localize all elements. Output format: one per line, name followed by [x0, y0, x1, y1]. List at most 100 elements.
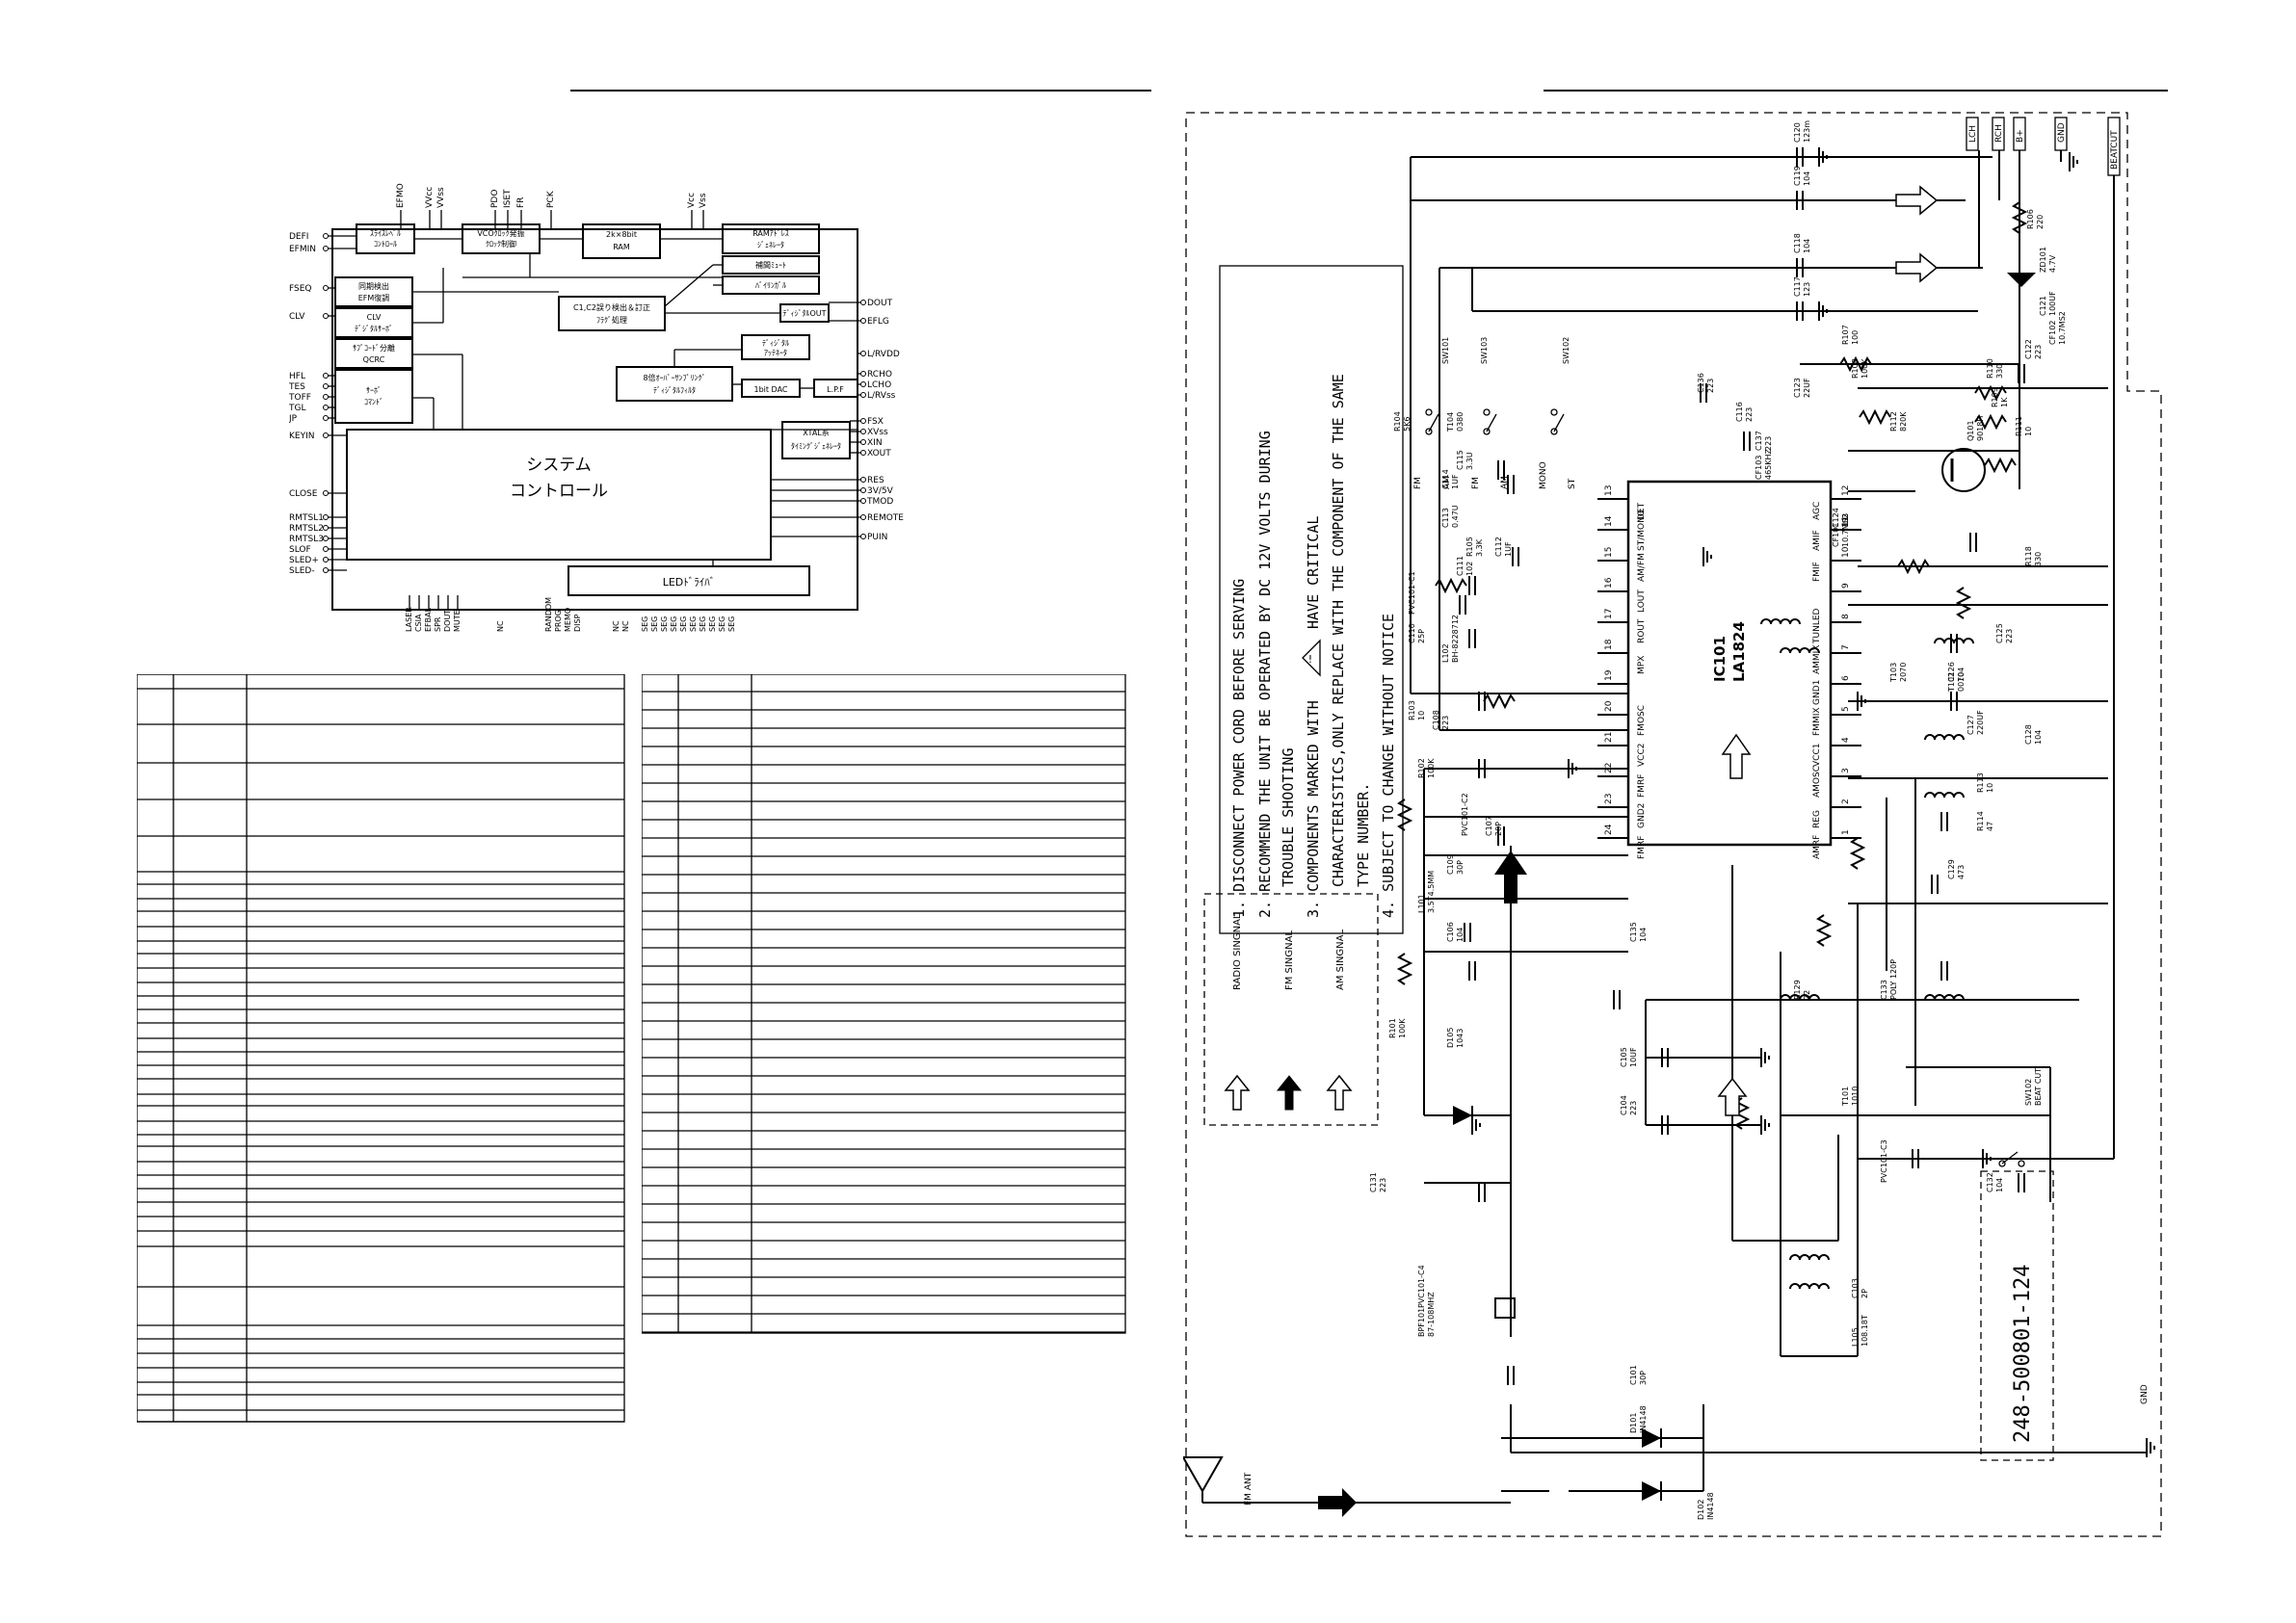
component-value: IN4148 [1639, 1405, 1648, 1433]
left-pin-labels: DEFI EFMIN FSEQ CLV HFL TES TOFF TGL JP … [289, 232, 324, 576]
pin-vss: Vss [699, 193, 708, 208]
component-ref: C133 [1880, 980, 1888, 1000]
component-ref: CF103 [1755, 456, 1763, 480]
svg-text:SEG: SEG [650, 616, 659, 632]
block-subcode: ｻﾌﾞｺｰﾄﾞ分離 [353, 343, 395, 353]
top-pin-labels: EFMO VVcc VVss PDO ISET FR PCK Vcc Vss [396, 183, 708, 208]
legend-fm-signal: FM SINGNAL [1284, 930, 1295, 990]
component-ref: R118 [2024, 546, 2033, 566]
component-value: 104 [1957, 668, 1966, 682]
pin-rmtsl1: RMTSL1 [289, 513, 324, 523]
resistor [1859, 408, 1891, 426]
component-value: 10 [2024, 427, 2033, 436]
svg-text:SEG: SEG [689, 616, 698, 632]
component-ref: R111 [2015, 416, 2023, 436]
right-page-header-rule [1544, 90, 2168, 92]
component-value: 103 [1841, 513, 1850, 528]
pin-vvcc: VVcc [425, 187, 435, 208]
resistor [1815, 914, 1833, 947]
component-value: 223 [2034, 345, 2043, 359]
pin-efmo: EFMO [396, 183, 406, 208]
table-left-frame [137, 674, 625, 1423]
ic-pin-number: 11 [1841, 516, 1851, 527]
component-ref: C123 [1793, 378, 1802, 398]
component-ref: C137 [1755, 431, 1763, 451]
svg-text:SEG: SEG [679, 616, 688, 632]
block-digital-att: ﾃﾞｨｼﾞﾀﾙ [762, 339, 789, 348]
svg-text:ｸﾛｯｸ制御: ｸﾛｯｸ制御 [486, 239, 516, 249]
connector-lch: LCH [1968, 125, 1978, 143]
ic-pin-number: 18 [1604, 639, 1614, 650]
resistor [1396, 953, 1413, 985]
ic-pin-label: GND2 [1637, 803, 1647, 828]
component-value: 30P [1456, 860, 1465, 875]
component-value: 30P [1639, 1371, 1648, 1385]
coil [1924, 792, 1965, 798]
component-value: 100UF [2048, 291, 2057, 316]
pin-disp: DISP [573, 614, 582, 632]
component-ref: SW101 [1441, 337, 1450, 364]
ic-pin-label: VCC2 [1637, 744, 1647, 767]
connector-beatcut: BEATCUT [2110, 130, 2120, 170]
ic-pin-number: 20 [1604, 700, 1614, 712]
am-fm-tuner-schematic: 1. DISCONNECT POWER CORD BEFORE SERVING … [1183, 112, 2162, 1537]
pin-laser: LASER [405, 607, 413, 632]
d102-diode-icon [1642, 1481, 1661, 1501]
pin-3v5v: 3V/5V [867, 486, 894, 496]
sw102-st-label: ST [1568, 478, 1577, 489]
component-value: 102 [1465, 562, 1474, 576]
warning-triangle-icon [1302, 639, 1321, 677]
pin-rcho: RCHO [867, 370, 892, 380]
component-ref: L102 [1441, 643, 1450, 663]
svg-text:TYPE NUMBER.: TYPE NUMBER. [1355, 783, 1372, 887]
component-ref: T103 [1889, 663, 1898, 683]
svg-text:!: ! [1308, 653, 1312, 666]
bpf101-filter [1494, 1297, 1516, 1319]
component-ref: C111 [1456, 556, 1465, 576]
component-ref: C136 [1697, 373, 1705, 393]
component-ref: D102 [1697, 1500, 1705, 1520]
ic-pin-label: AM/FM [1637, 553, 1647, 582]
pin-memo: MEMO [564, 608, 572, 632]
component-value: 330 [2034, 552, 2043, 566]
component-value: 1043 [1456, 1029, 1465, 1048]
pin-mute: MUTE [453, 610, 462, 632]
ic-pin-label: LOUT [1637, 589, 1647, 613]
pin-slof: SLOF [289, 545, 311, 555]
svg-text:CHARACTERISTICS,ONLY REPLACE W: CHARACTERISTICS,ONLY REPLACE WITH THE CO… [1330, 374, 1347, 887]
component-value: 4.7V [2048, 254, 2057, 273]
pin-tes: TES [289, 382, 305, 392]
connector-bplus: B+ [2016, 129, 2025, 143]
component-ref: PVC101-C2 [1461, 793, 1469, 836]
pin-toff: TOFF [289, 393, 311, 403]
ic-pin-number: 6 [1841, 675, 1851, 681]
component-ref: C132 [1986, 1172, 1994, 1192]
ic-pin-number: 1 [1841, 829, 1851, 835]
fm-antenna-icon [1183, 1456, 1224, 1494]
ic-pin-label: FMOSC [1637, 705, 1647, 736]
svg-text:ﾀｲﾐﾝｸﾞｼﾞｪﾈﾚｰﾀ: ﾀｲﾐﾝｸﾞｼﾞｪﾈﾚｰﾀ [791, 442, 841, 451]
ic-pin-label: TUNLED [1812, 608, 1822, 644]
svg-text:ﾃﾞｼﾞﾀﾙｻｰﾎﾞ: ﾃﾞｼﾞﾀﾙｻｰﾎﾞ [355, 325, 393, 333]
component-value: 123m [1803, 120, 1811, 143]
svg-text:ﾃﾞｨｼﾞﾀﾙﾌｨﾙﾀ: ﾃﾞｨｼﾞﾀﾙﾌｨﾙﾀ [653, 386, 696, 395]
pin-lcho: LCHO [867, 380, 891, 390]
zd101-zener-icon [2007, 273, 2036, 287]
schematic-wires [1410, 150, 2147, 1492]
component-ref: C116 [1735, 402, 1744, 422]
pin-tgl: TGL [289, 404, 306, 413]
block-lpf: L.P.F [827, 385, 844, 394]
ic-pin-number: 21 [1604, 732, 1614, 743]
fm-signal-arrow-icon [1276, 1075, 1303, 1111]
component-value: 5K6 [1403, 417, 1412, 432]
component-ref: C120 [1793, 122, 1802, 143]
cd-dsp-block-diagram: EFMO VVcc VVss PDO ISET FR PCK Vcc Vss D… [289, 183, 904, 632]
component-value: 223 [1379, 1178, 1387, 1192]
component-ref: CF102 [2048, 321, 2057, 345]
ic-pin-label: FMRF [1637, 836, 1647, 859]
ic-name: LA1824 [1730, 621, 1748, 682]
component-value: IN4148 [1706, 1492, 1715, 1520]
component-ref: C126 [1947, 662, 1956, 682]
component-value: 123 [1803, 282, 1811, 297]
component-ref: R109 [1991, 387, 1999, 407]
